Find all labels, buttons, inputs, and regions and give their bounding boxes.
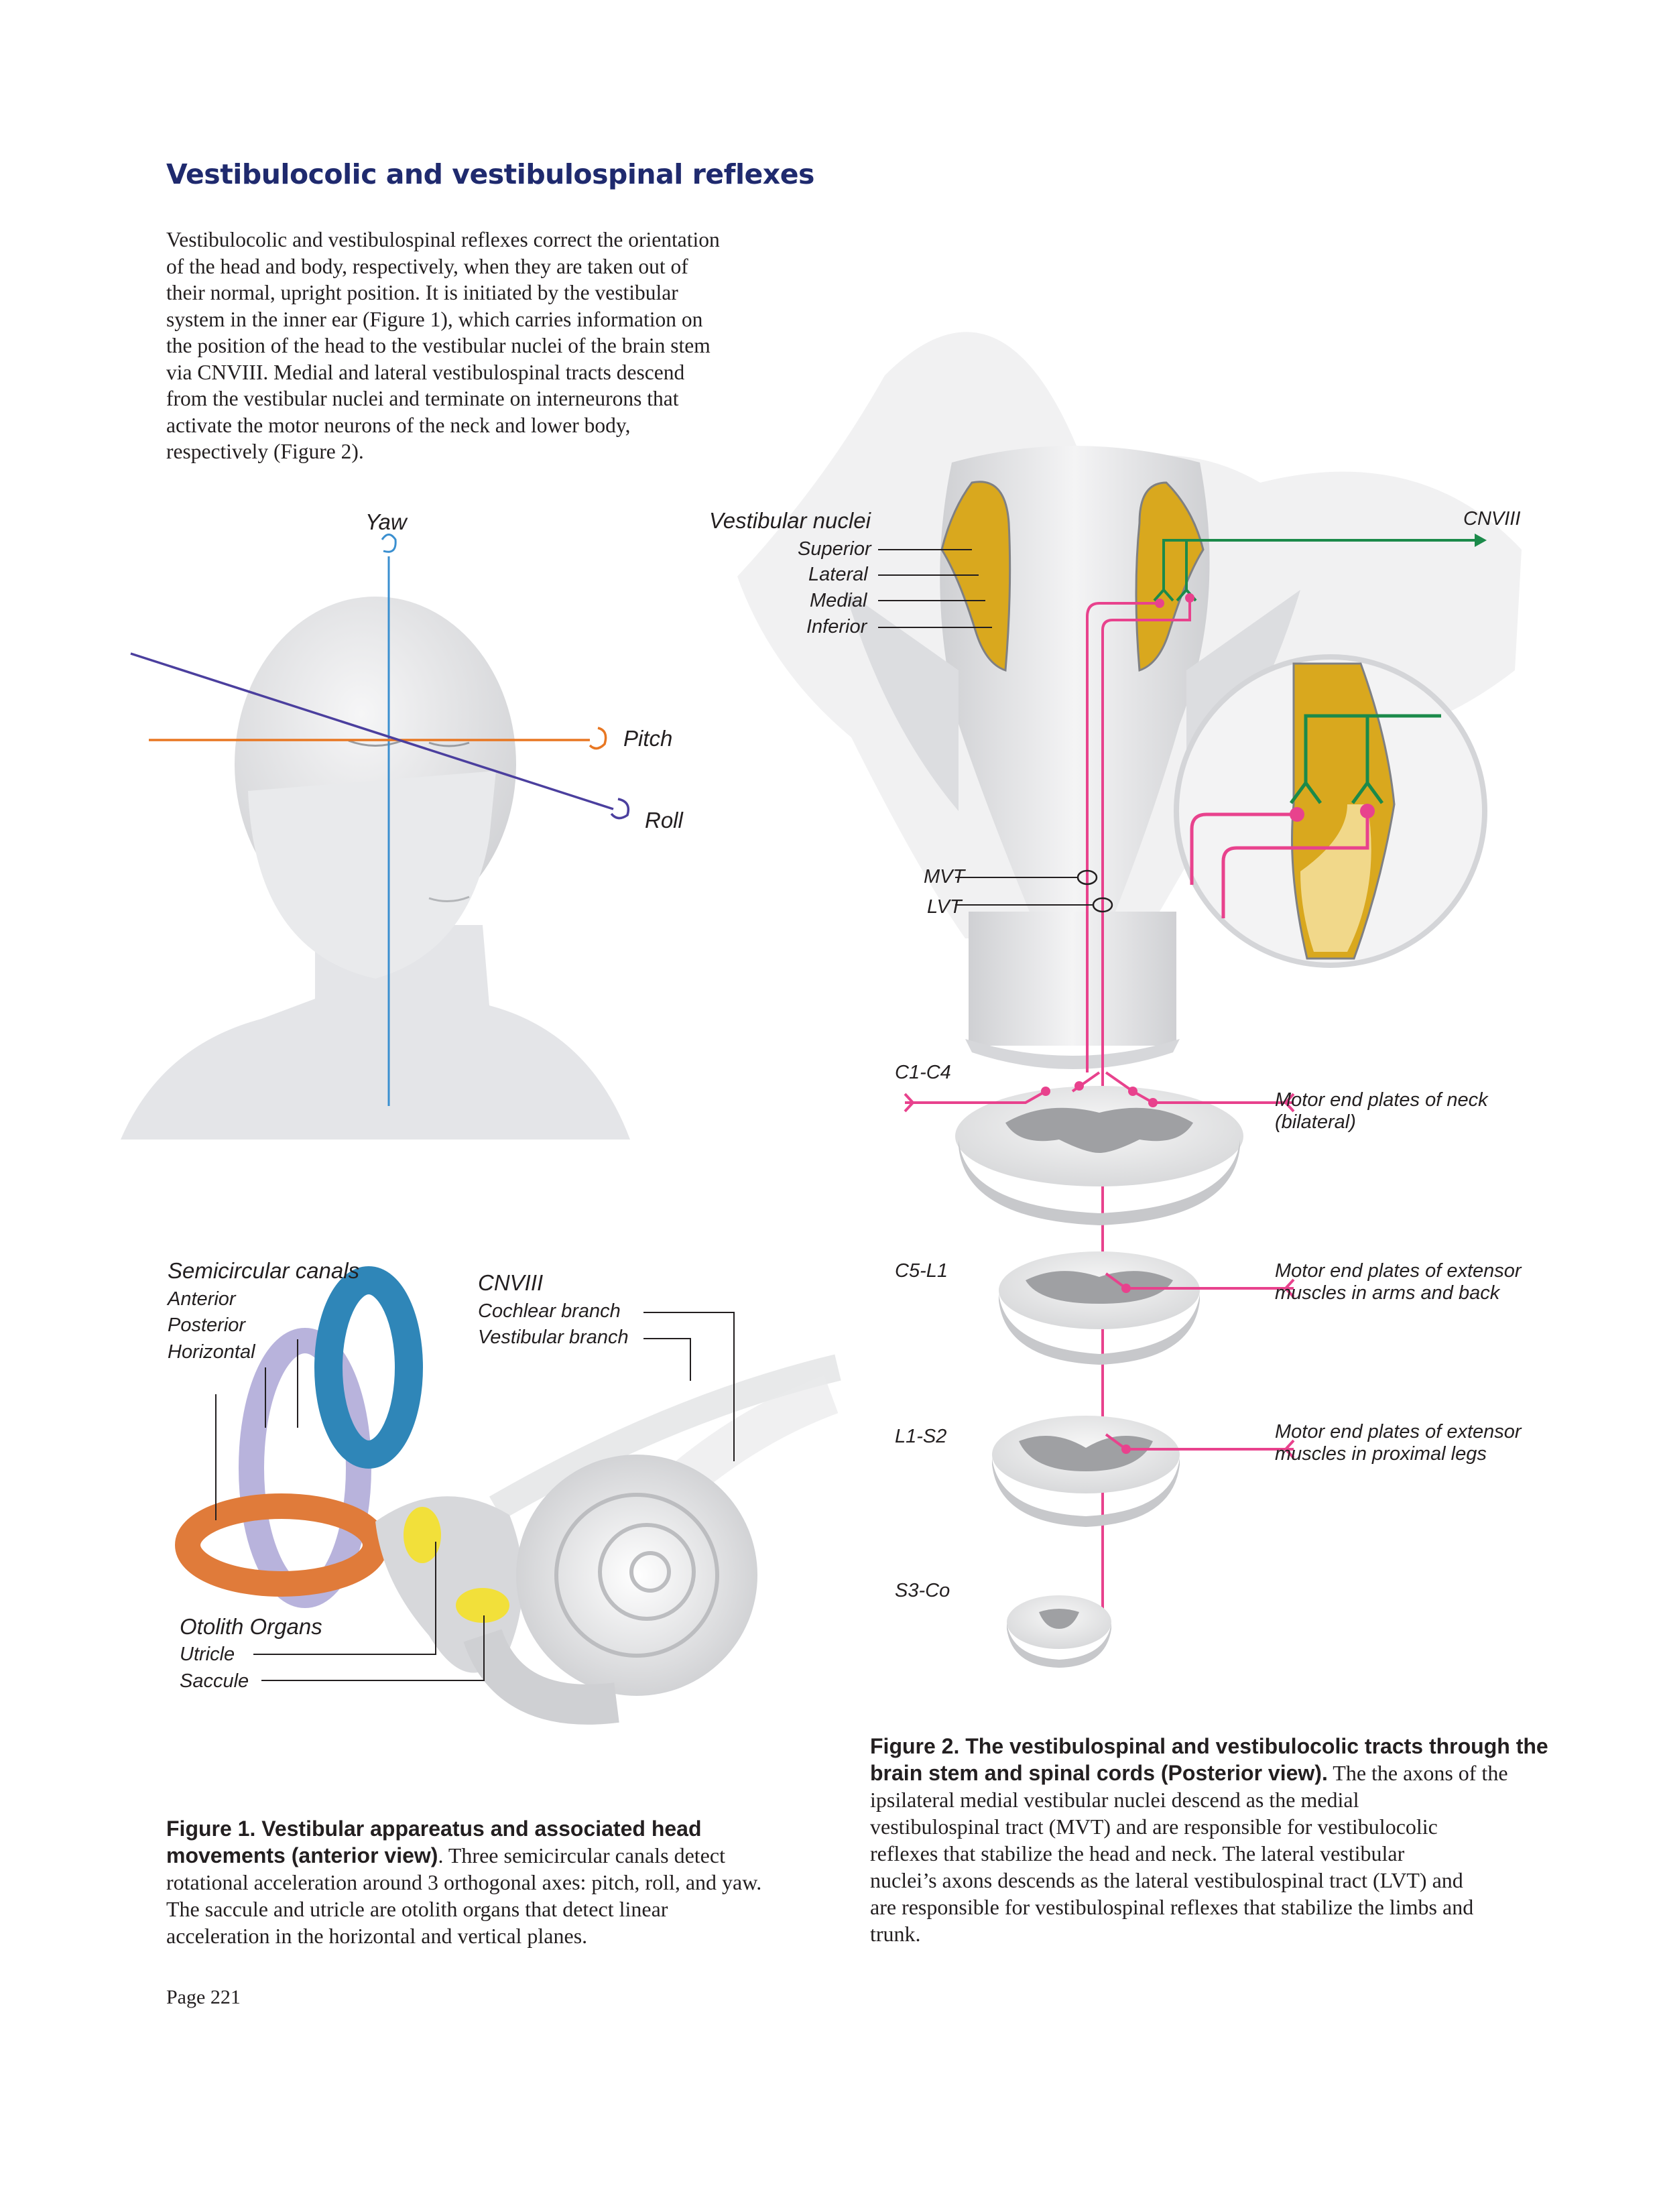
- legs-motor-label: Motor end plates of extensor muscles in …: [1275, 1421, 1522, 1465]
- cochlear-branch-label: Cochlear branch: [478, 1300, 621, 1322]
- intro-line: from the vestibular nuclei and terminate…: [166, 387, 679, 410]
- figure2-caption-bold-2: brain stem and spinal cords (Posterior v…: [870, 1761, 1328, 1785]
- cnviii-brainstem-label: CNVIII: [1463, 508, 1521, 530]
- anterior-canal-label: Anterior: [168, 1288, 236, 1310]
- intro-line: via CNVIII. Medial and lateral vestibulo…: [166, 360, 685, 384]
- otolith-organs-title: Otolith Organs: [180, 1614, 322, 1639]
- intro-line: the position of the head to the vestibul…: [166, 334, 711, 357]
- semicircular-canals-title: Semicircular canals: [168, 1258, 360, 1283]
- lvt-label: LVT: [927, 896, 962, 918]
- figure1-caption: Figure 1. Vestibular appareatus and asso…: [166, 1815, 761, 1949]
- legs-motor-line1: Motor end plates of extensor: [1275, 1421, 1522, 1442]
- horizontal-canal-label: Horizontal: [168, 1341, 255, 1363]
- pitch-label: Pitch: [623, 726, 673, 751]
- lateral-nucleus-label: Lateral: [808, 564, 868, 585]
- figure1-caption-bold-1: Figure 1. Vestibular appareatus and asso…: [166, 1817, 702, 1841]
- intro-line: of the head and body, respectively, when…: [166, 254, 688, 278]
- superior-nucleus-label: Superior: [798, 538, 871, 560]
- intro-line: activate the motor neurons of the neck a…: [166, 413, 631, 437]
- figure1-caption-line: rotational acceleration around 3 orthogo…: [166, 1870, 762, 1894]
- figure2-caption-text: The the axons of the: [1327, 1761, 1508, 1785]
- saccule-label: Saccule: [180, 1670, 249, 1692]
- zoom-inset: [1174, 654, 1487, 968]
- intro-line: Vestibulocolic and vestibulospinal refle…: [166, 228, 720, 251]
- figure2-caption-bold-1: Figure 2. The vestibulospinal and vestib…: [870, 1734, 1548, 1758]
- legs-motor-line2: muscles in proximal legs: [1275, 1443, 1487, 1465]
- head-figure: [121, 534, 630, 1140]
- mvt-label: MVT: [924, 866, 965, 887]
- intro-line: respectively (Figure 2).: [166, 440, 364, 463]
- figure2-caption-line: reflexes that stabilize the head and nec…: [870, 1841, 1405, 1865]
- vestibular-nuclei-title: Vestibular nuclei: [709, 508, 871, 533]
- vestibular-branch-label: Vestibular branch: [478, 1327, 629, 1348]
- c1c4-label: C1-C4: [895, 1062, 951, 1083]
- figure2-caption: Figure 2. The vestibulospinal and vestib…: [870, 1733, 1548, 1947]
- spinal-sections: [904, 1071, 1295, 1668]
- utricle-label: Utricle: [180, 1644, 235, 1665]
- intro-paragraph: Vestibulocolic and vestibulospinal refle…: [166, 227, 810, 465]
- arms-motor-line1: Motor end plates of extensor: [1275, 1260, 1522, 1282]
- neck-motor-line1: Motor end plates of neck: [1275, 1089, 1488, 1111]
- figure2-caption-line: nuclei’s axons descends as the lateral v…: [870, 1868, 1463, 1892]
- medial-nucleus-label: Medial: [810, 590, 867, 611]
- figure2-caption-line: are responsible for vestibulospinal refl…: [870, 1895, 1474, 1919]
- s3co-label: S3-Co: [895, 1580, 950, 1601]
- arms-motor-line2: muscles in arms and back: [1275, 1282, 1500, 1304]
- page-number: Page 221: [166, 1986, 241, 2008]
- posterior-canal-label: Posterior: [168, 1314, 246, 1336]
- c5l1-label: C5-L1: [895, 1260, 948, 1282]
- inner-ear-figure: [175, 1266, 841, 1725]
- yaw-label: Yaw: [365, 509, 407, 534]
- intro-line: their normal, upright position. It is in…: [166, 281, 678, 304]
- figure2-caption-line: trunk.: [870, 1922, 921, 1946]
- figure1-caption-line: The saccule and utricle are otolith orga…: [166, 1897, 668, 1921]
- l1s2-label: L1-S2: [895, 1426, 947, 1447]
- inferior-nucleus-label: Inferior: [806, 616, 867, 637]
- figure1-caption-bold-2: movements (anterior view): [166, 1843, 438, 1867]
- neck-motor-line2: (bilateral): [1275, 1111, 1356, 1133]
- arms-motor-label: Motor end plates of extensor muscles in …: [1275, 1260, 1522, 1304]
- neck-motor-label: Motor end plates of neck (bilateral): [1275, 1089, 1488, 1133]
- page-title: Vestibulocolic and vestibulospinal refle…: [166, 158, 814, 190]
- roll-label: Roll: [645, 808, 683, 833]
- figure2-caption-line: ipsilateral medial vestibular nuclei des…: [870, 1788, 1359, 1812]
- intro-line: system in the inner ear (Figure 1), whic…: [166, 307, 703, 331]
- figure1-caption-line: acceleration in the horizontal and verti…: [166, 1924, 588, 1948]
- figure1-caption-text: . Three semicircular canals detect: [438, 1843, 725, 1867]
- figure2-caption-line: vestibulospinal tract (MVT) and are resp…: [870, 1815, 1438, 1839]
- cnviii-ear-title: CNVIII: [478, 1270, 544, 1295]
